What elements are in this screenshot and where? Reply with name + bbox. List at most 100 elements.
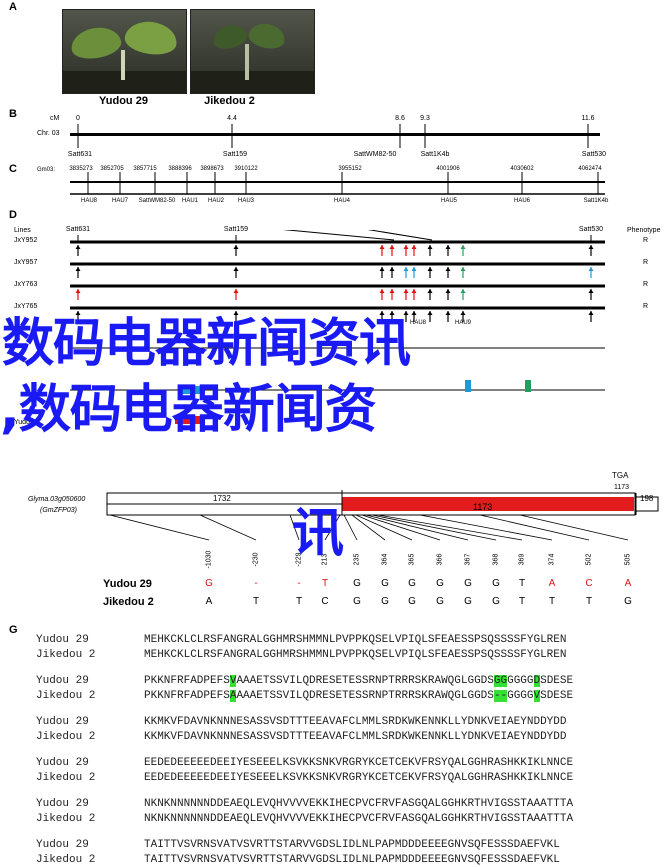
marker-arrow-head <box>390 267 395 271</box>
snp-jikedou-allele: G <box>624 596 632 607</box>
alignment-row: Jikedou 2PKKNFRFADPEFSAAAAETSSVILQDRESET… <box>36 690 573 702</box>
marker-arrow-head <box>390 289 395 293</box>
marker-label: HAU1 <box>182 198 198 204</box>
marker-label: HAU6 <box>514 198 530 204</box>
snp-yudou-allele: A <box>625 578 632 589</box>
alignment-row: Jikedou 2EEDEDEEEEEDEEIYESEEELKSVKKSNKVR… <box>36 772 573 784</box>
alignment-row: Jikedou 2MEHKCKLCLRSFANGRALGGHMRSHMMNLPV… <box>36 649 566 661</box>
snp-position-label: 364 <box>382 554 389 566</box>
panel-letter-g: G <box>9 624 18 636</box>
snp-yudou-allele: - <box>254 578 257 589</box>
marker-arrow-head <box>446 311 451 315</box>
panel-letter-d: D <box>9 209 17 221</box>
marker-arrow-head <box>589 311 594 315</box>
marker-label: HAU2 <box>208 198 224 204</box>
snp-jikedou-allele: G <box>408 596 416 607</box>
marker-arrow-head <box>589 245 594 249</box>
snp-jikedou-allele: A <box>206 596 213 607</box>
marker-label: HAU8 <box>81 198 97 204</box>
marker-arrow-head <box>412 311 417 315</box>
overlay-text-line3: 讯 <box>292 508 343 560</box>
snp-yudou-allele: T <box>519 578 525 589</box>
marker-label: Satt159 <box>223 151 247 158</box>
snp-yudou-allele: C <box>585 578 592 589</box>
snp-jikedou-allele: G <box>464 596 472 607</box>
cm-tick-marks <box>0 124 669 154</box>
alignment-row: Yudou 29NKNKNNNNNNDDEAEQLEVQHVVVVEKKIHEC… <box>36 798 573 810</box>
snp-yudou-allele: G <box>436 578 444 589</box>
snp-yudou-allele: A <box>549 578 556 589</box>
snp-yudou-allele: G <box>205 578 213 589</box>
marker-label: SattWM82-50 <box>139 198 176 204</box>
marker-label: SattWM82-50 <box>354 151 397 158</box>
marker-arrow-head <box>428 311 433 315</box>
marker-arrow-head <box>234 289 239 293</box>
marker-arrow-head <box>380 267 385 271</box>
marker-arrow-head <box>428 289 433 293</box>
cds-length: 1173 <box>473 502 492 512</box>
marker-arrow-head <box>404 245 409 249</box>
marker-arrow-head <box>446 245 451 249</box>
alignment-row: Yudou 29PKKNFRFADPEFSVAAAETSSVILQDRESETE… <box>36 675 573 687</box>
snp-connector <box>356 515 412 540</box>
snp-connector <box>420 515 552 540</box>
marker-arrow-head <box>461 311 466 315</box>
seedling-photo-jikedou <box>190 9 315 94</box>
snp-yudou-allele: G <box>408 578 416 589</box>
cm-tick: 4.4 <box>227 115 237 122</box>
snp-connector <box>372 515 496 540</box>
panel-letter-a: A <box>9 1 17 13</box>
panel-letter-b: B <box>9 108 17 120</box>
snp-yudou-allele: - <box>297 578 300 589</box>
snp-position-label: 369 <box>519 554 526 566</box>
cm-tick: 8.6 <box>395 115 405 122</box>
snp-jikedou-allele: G <box>436 596 444 607</box>
marker-arrow-head <box>404 267 409 271</box>
marker-arrow-head <box>461 245 466 249</box>
lower-marker-label: HAU9 <box>455 320 471 326</box>
snp-yudou-allele: G <box>381 578 389 589</box>
snp-jikedou-allele: C <box>321 596 328 607</box>
overlay-text-line2: ,数码电器新闻资 <box>0 384 376 436</box>
snp-jikedou-allele: T <box>296 596 302 607</box>
snp-jikedou-allele: G <box>381 596 389 607</box>
marker-label: Satt1K4b <box>584 198 609 204</box>
marker-label: HAU5 <box>441 198 457 204</box>
cm-tick: 9.3 <box>420 115 430 122</box>
marker-arrow-head <box>461 289 466 293</box>
downstream-length: 198 <box>640 494 653 503</box>
snp-connector <box>366 515 468 540</box>
snp-position-label: 365 <box>409 554 416 566</box>
photo-caption-jikedou: Jikedou 2 <box>168 95 291 107</box>
marker-arrow-head <box>234 245 239 249</box>
lower-marker-label: HAU8 <box>410 320 426 326</box>
snp-connector <box>110 515 209 540</box>
snp-jikedou-allele: T <box>549 596 555 607</box>
snp-position-label: 502 <box>586 554 593 566</box>
snp-jikedou-allele: T <box>519 596 525 607</box>
snp-connector <box>200 515 256 540</box>
marker-arrow-head <box>412 267 417 271</box>
snp-jikedou-allele: T <box>253 596 259 607</box>
snp-yudou-allele: T <box>322 578 328 589</box>
snp-position-label: 368 <box>493 554 500 566</box>
marker-arrow-head <box>404 289 409 293</box>
marker-arrow-head <box>428 245 433 249</box>
marker-label: HAU7 <box>112 198 128 204</box>
snp-jikedou-allele: G <box>492 596 500 607</box>
alignment-row: Yudou 29KKMKVFDAVNKNNNESASSVSDTTTEEAVAFC… <box>36 716 566 728</box>
marker-arrow-head <box>76 267 81 271</box>
marker-arrow-head <box>589 267 594 271</box>
marker-arrow-head <box>412 289 417 293</box>
cm-tick: 0 <box>76 115 80 122</box>
cm-tick: 11.6 <box>581 115 594 122</box>
marker-arrow-head <box>76 245 81 249</box>
marker-arrow-head <box>380 245 385 249</box>
marker-label: Satt631 <box>68 151 92 158</box>
marker-arrow-head <box>390 245 395 249</box>
snp-position-label: 374 <box>549 554 556 566</box>
snp-position-label: 505 <box>625 554 632 566</box>
